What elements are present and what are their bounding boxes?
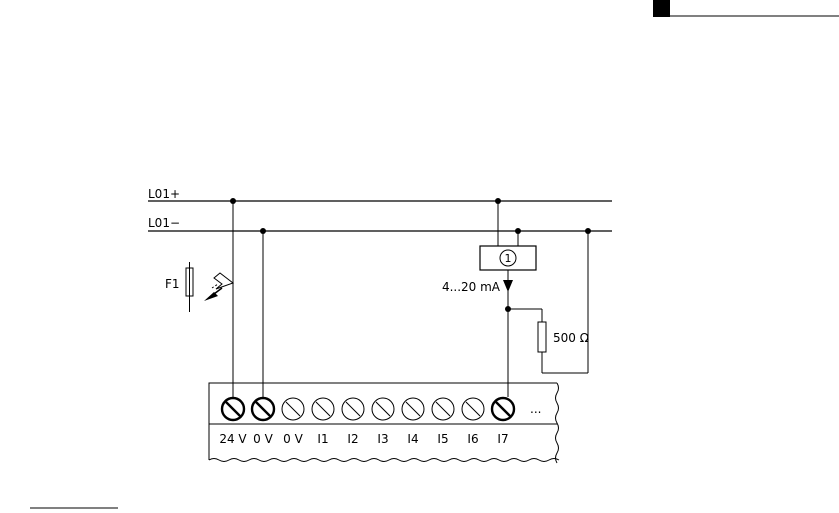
switch-icon [204, 273, 233, 301]
terminal-label: I2 [347, 432, 358, 446]
terminal-label: 0 V [253, 432, 273, 446]
terminal-label: I6 [467, 432, 478, 446]
fuse-icon [186, 262, 193, 312]
rail-positive-label: L01+ [148, 187, 180, 201]
resistor-icon [538, 322, 546, 352]
device-housing [209, 383, 559, 463]
terminal-strip: 24 V 0 V 0 V I1 I2 I3 I4 I5 I6 I7 [219, 398, 514, 446]
terminal-label: 0 V [283, 432, 303, 446]
terminal-label: 24 V [219, 432, 247, 446]
more-terminals-indicator: ... [530, 402, 541, 416]
terminal-screw-icon [282, 398, 304, 420]
fuse-label: F1 [165, 277, 180, 291]
page-marker-block [653, 0, 670, 17]
terminal-label: I4 [407, 432, 418, 446]
resistor-label: 500 Ω [553, 331, 589, 345]
terminal-screw-icon [372, 398, 394, 420]
terminal-screw-icon [402, 398, 424, 420]
current-label: 4...20 mA [442, 280, 501, 294]
terminal-screw-icon [462, 398, 484, 420]
terminal-label: I1 [317, 432, 328, 446]
terminal-screw-icon [342, 398, 364, 420]
terminal-screw-icon [432, 398, 454, 420]
terminal-label: I5 [437, 432, 448, 446]
terminal-label: I3 [377, 432, 388, 446]
terminal-screw-icon [492, 398, 514, 420]
current-arrow-icon [503, 280, 513, 292]
terminal-screw-icon [222, 398, 244, 420]
terminal-screw-icon [312, 398, 334, 420]
terminal-label: I7 [497, 432, 508, 446]
sensor-symbol-label: 1 [505, 252, 512, 265]
terminal-screw-icon [252, 398, 274, 420]
rail-negative-label: L01− [148, 216, 180, 230]
